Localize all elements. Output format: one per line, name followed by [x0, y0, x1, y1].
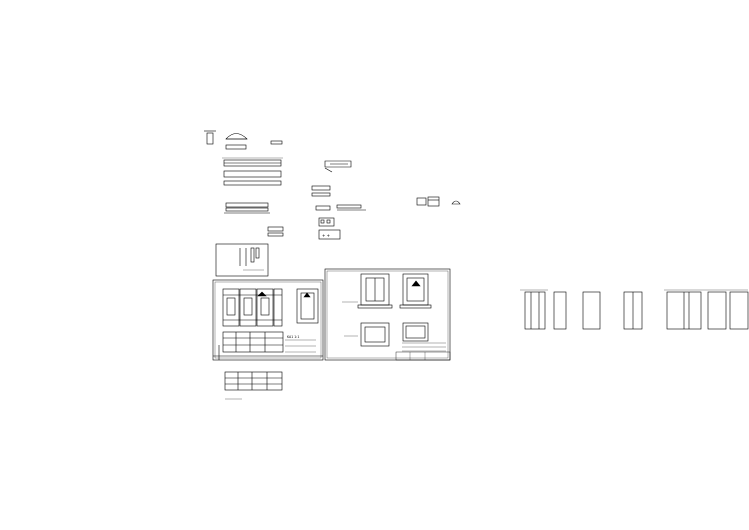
cabinet-elevations-group-a	[520, 289, 643, 330]
detail-rail-sections	[311, 185, 366, 211]
detail-small-plate	[270, 140, 283, 145]
detail-small-box	[204, 130, 216, 145]
detail-profile-bars	[222, 157, 283, 186]
sheet-left-frame	[212, 279, 324, 361]
sheet-left-title-text: KA1 1:1	[287, 335, 299, 339]
sheet-right-frame	[324, 268, 451, 361]
detail-plate-stack	[224, 202, 284, 237]
cabinet-elevations-group-b	[664, 289, 749, 330]
detail-bracket-plan	[324, 160, 352, 173]
detail-bottom-plan	[224, 371, 283, 400]
svg-text:+ +: + +	[322, 233, 330, 238]
detail-cabinet-sketch	[215, 243, 269, 277]
detail-enclosure-icons	[416, 196, 461, 207]
detail-curved-cap	[225, 133, 248, 150]
detail-terminal-blocks: + +	[318, 217, 341, 240]
